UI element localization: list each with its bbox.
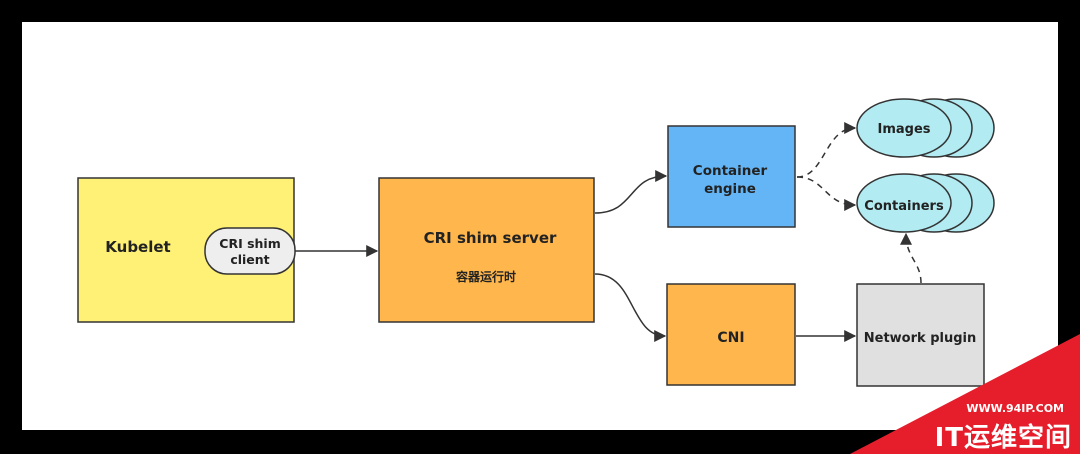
- network-plugin-label: Network plugin: [864, 331, 976, 346]
- edge-engine-to-images: [796, 122, 857, 178]
- watermark-url: WWW.94IP.COM: [966, 402, 1064, 415]
- container-engine-label-line2: engine: [704, 181, 756, 197]
- edge-network-plugin-to-containers: [900, 232, 922, 284]
- watermark-name: IT运维空间: [935, 422, 1072, 453]
- watermark-triangle: [850, 334, 1080, 454]
- cri-shim-client-label-line2: client: [230, 252, 269, 267]
- watermark: WWW.94IP.COM IT运维空间: [850, 334, 1080, 454]
- images-label: Images: [877, 122, 930, 137]
- container-engine-label-line1: Container: [693, 163, 768, 179]
- cri-shim-server-label: CRI shim server: [424, 229, 557, 247]
- cri-shim-server-sublabel: 容器运行时: [455, 269, 516, 284]
- images-node: Images: [856, 98, 995, 158]
- containers-label: Containers: [864, 199, 944, 214]
- cri-shim-client-label-line1: CRI shim: [219, 236, 280, 251]
- cri-shim-client-node: CRI shim client: [204, 227, 296, 275]
- cri-shim-server-node: CRI shim server 容器运行时: [378, 177, 595, 323]
- network-plugin-node: Network plugin: [856, 283, 985, 387]
- cni-label: CNI: [717, 330, 744, 346]
- containers-node: Containers: [856, 173, 995, 233]
- edge-server-to-engine: [594, 170, 668, 214]
- kubelet-label: Kubelet: [105, 238, 170, 256]
- container-engine-node: Container engine: [667, 125, 796, 228]
- cni-node: CNI: [666, 283, 796, 386]
- edge-engine-to-containers: [796, 176, 857, 211]
- edge-server-to-cni: [594, 273, 667, 342]
